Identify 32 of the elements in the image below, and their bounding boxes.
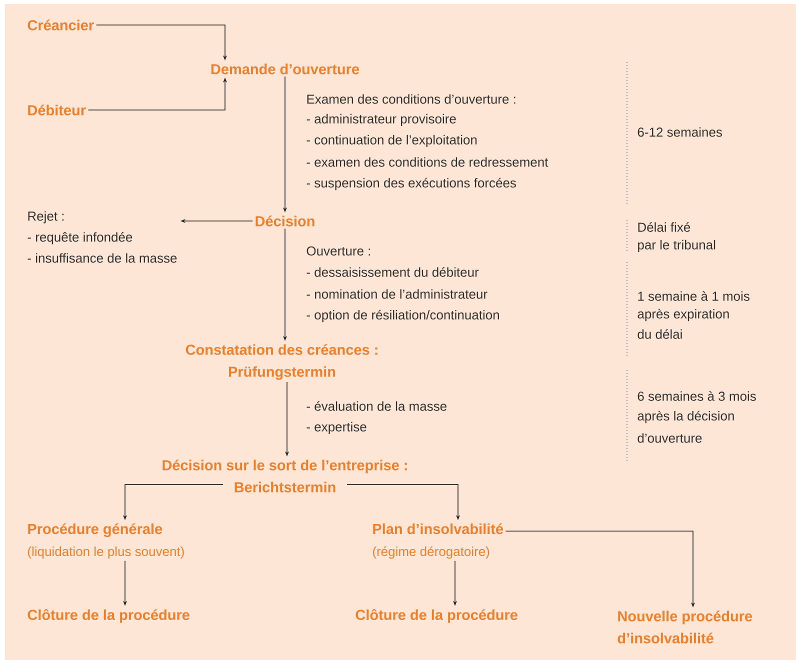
note-text: 6 semaines à 3 mois	[638, 391, 756, 401]
note-text: - évaluation de la masse	[306, 401, 446, 411]
note-text: - dessaisissement du débiteur	[306, 267, 479, 277]
step-label: Débiteur	[28, 104, 86, 116]
note-text: - suspension des exécutions forcées	[306, 178, 516, 190]
note-text: après la décision	[638, 410, 734, 424]
step-label: Plan d’insolvabilité (régime dérogatoire)	[373, 523, 504, 559]
note-text: Examen des conditions d’ouverture :	[307, 94, 516, 104]
step-label: Clôture de la procédure	[28, 609, 190, 623]
note-text: Délai fixé	[638, 222, 690, 232]
step-label: Créancier	[28, 20, 94, 30]
outcome-note: Rejet : - requête infondée - insuffisance de la masse	[28, 211, 177, 263]
note-text: - continuation de l’exploitation	[306, 134, 477, 148]
note-text: d’ouverture	[638, 433, 702, 443]
note-text: Ouverture :	[306, 246, 370, 256]
step-label: Constatation des créances : Prüfungstermin	[186, 344, 378, 380]
step-label: Clôture de la procédure	[356, 609, 518, 623]
step-label: Décision sur le sort de l’entreprise : Berichtstermin	[162, 460, 407, 492]
note-text: du délai	[638, 329, 682, 339]
note-text: 6-12 semaines	[638, 127, 722, 137]
note-text: - expertise	[306, 422, 366, 434]
note-text: - administrateur provisoire	[306, 114, 456, 126]
step-label: Procédure générale (liquidation le plus souvent)	[28, 523, 184, 559]
step-label: Nouvelle procédure d’insolvabilité	[618, 610, 752, 644]
note-text: après expiration	[638, 308, 729, 322]
note-text: - nomination de l’administrateur	[306, 289, 488, 299]
note-text: par le tribunal	[638, 240, 716, 252]
step-label: Décision	[256, 216, 314, 226]
note-text: - examen des conditions de redressement	[306, 157, 548, 167]
note-text: - option de résiliation/continuation	[306, 310, 499, 322]
step-label: Demande d’ouverture	[211, 64, 360, 74]
note-text: 1 semaine à 1 mois	[638, 291, 750, 301]
